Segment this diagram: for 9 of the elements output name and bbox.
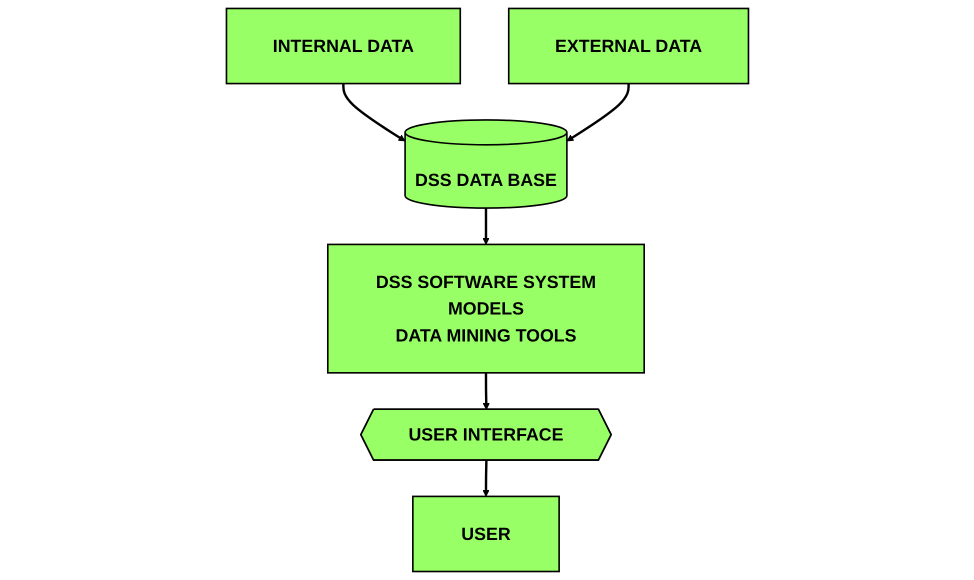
- arrow: [342, 84, 405, 142]
- arrow: [482, 460, 490, 497]
- arrow: [482, 208, 490, 245]
- node-box: DSS SOFTWARE SYSTEM MODELS DATA MINING TOOLS: [326, 244, 645, 374]
- node-box: INTERNAL DATA: [225, 8, 461, 84]
- arrow: [566, 84, 630, 142]
- node-box: USER: [412, 496, 560, 572]
- node-box: EXTERNAL DATA: [507, 8, 749, 84]
- arrow: [482, 372, 490, 410]
